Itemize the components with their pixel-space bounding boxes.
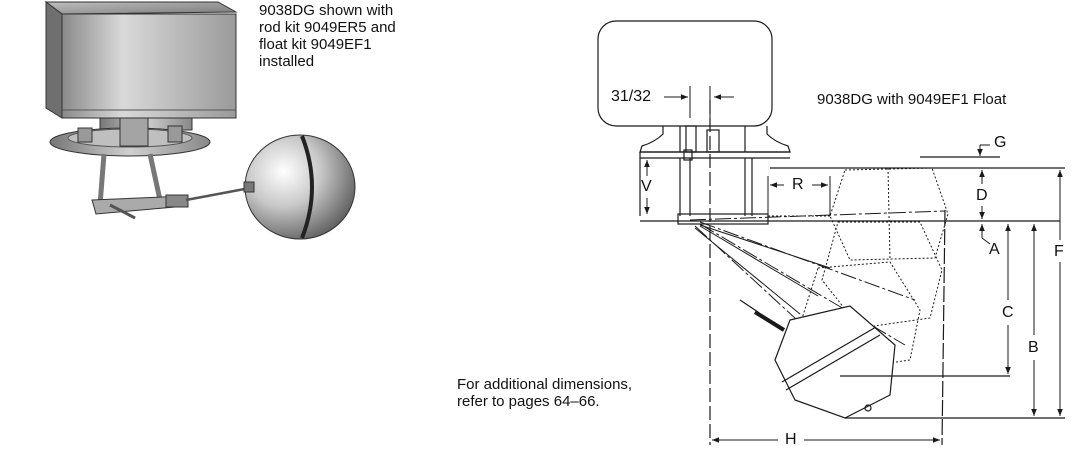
enclosure-outline bbox=[597, 20, 773, 127]
lever-bar bbox=[677, 213, 769, 225]
dim-label-F: F bbox=[1054, 243, 1064, 260]
dim-label-C: C bbox=[1002, 304, 1014, 321]
dim-label-V: V bbox=[641, 178, 652, 195]
dim-label-G: G bbox=[994, 134, 1007, 151]
dim-label-31-32: 31/32 bbox=[611, 88, 652, 105]
additional-dimensions-note: For additional dimensions, refer to page… bbox=[457, 376, 633, 410]
dim-label-A: A bbox=[989, 241, 1000, 258]
dim-label-R: R bbox=[792, 176, 804, 193]
dim-label-H: H bbox=[785, 431, 797, 448]
dim-label-D: D bbox=[976, 187, 988, 204]
photo-caption: 9038DG shown with rod kit 9049ER5 and fl… bbox=[259, 2, 396, 70]
float-solid bbox=[739, 299, 896, 419]
diagram-title: 9038DG with 9049EF1 Float bbox=[817, 91, 1007, 108]
product-photo bbox=[44, 1, 356, 240]
dim-label-B: B bbox=[1028, 339, 1039, 356]
